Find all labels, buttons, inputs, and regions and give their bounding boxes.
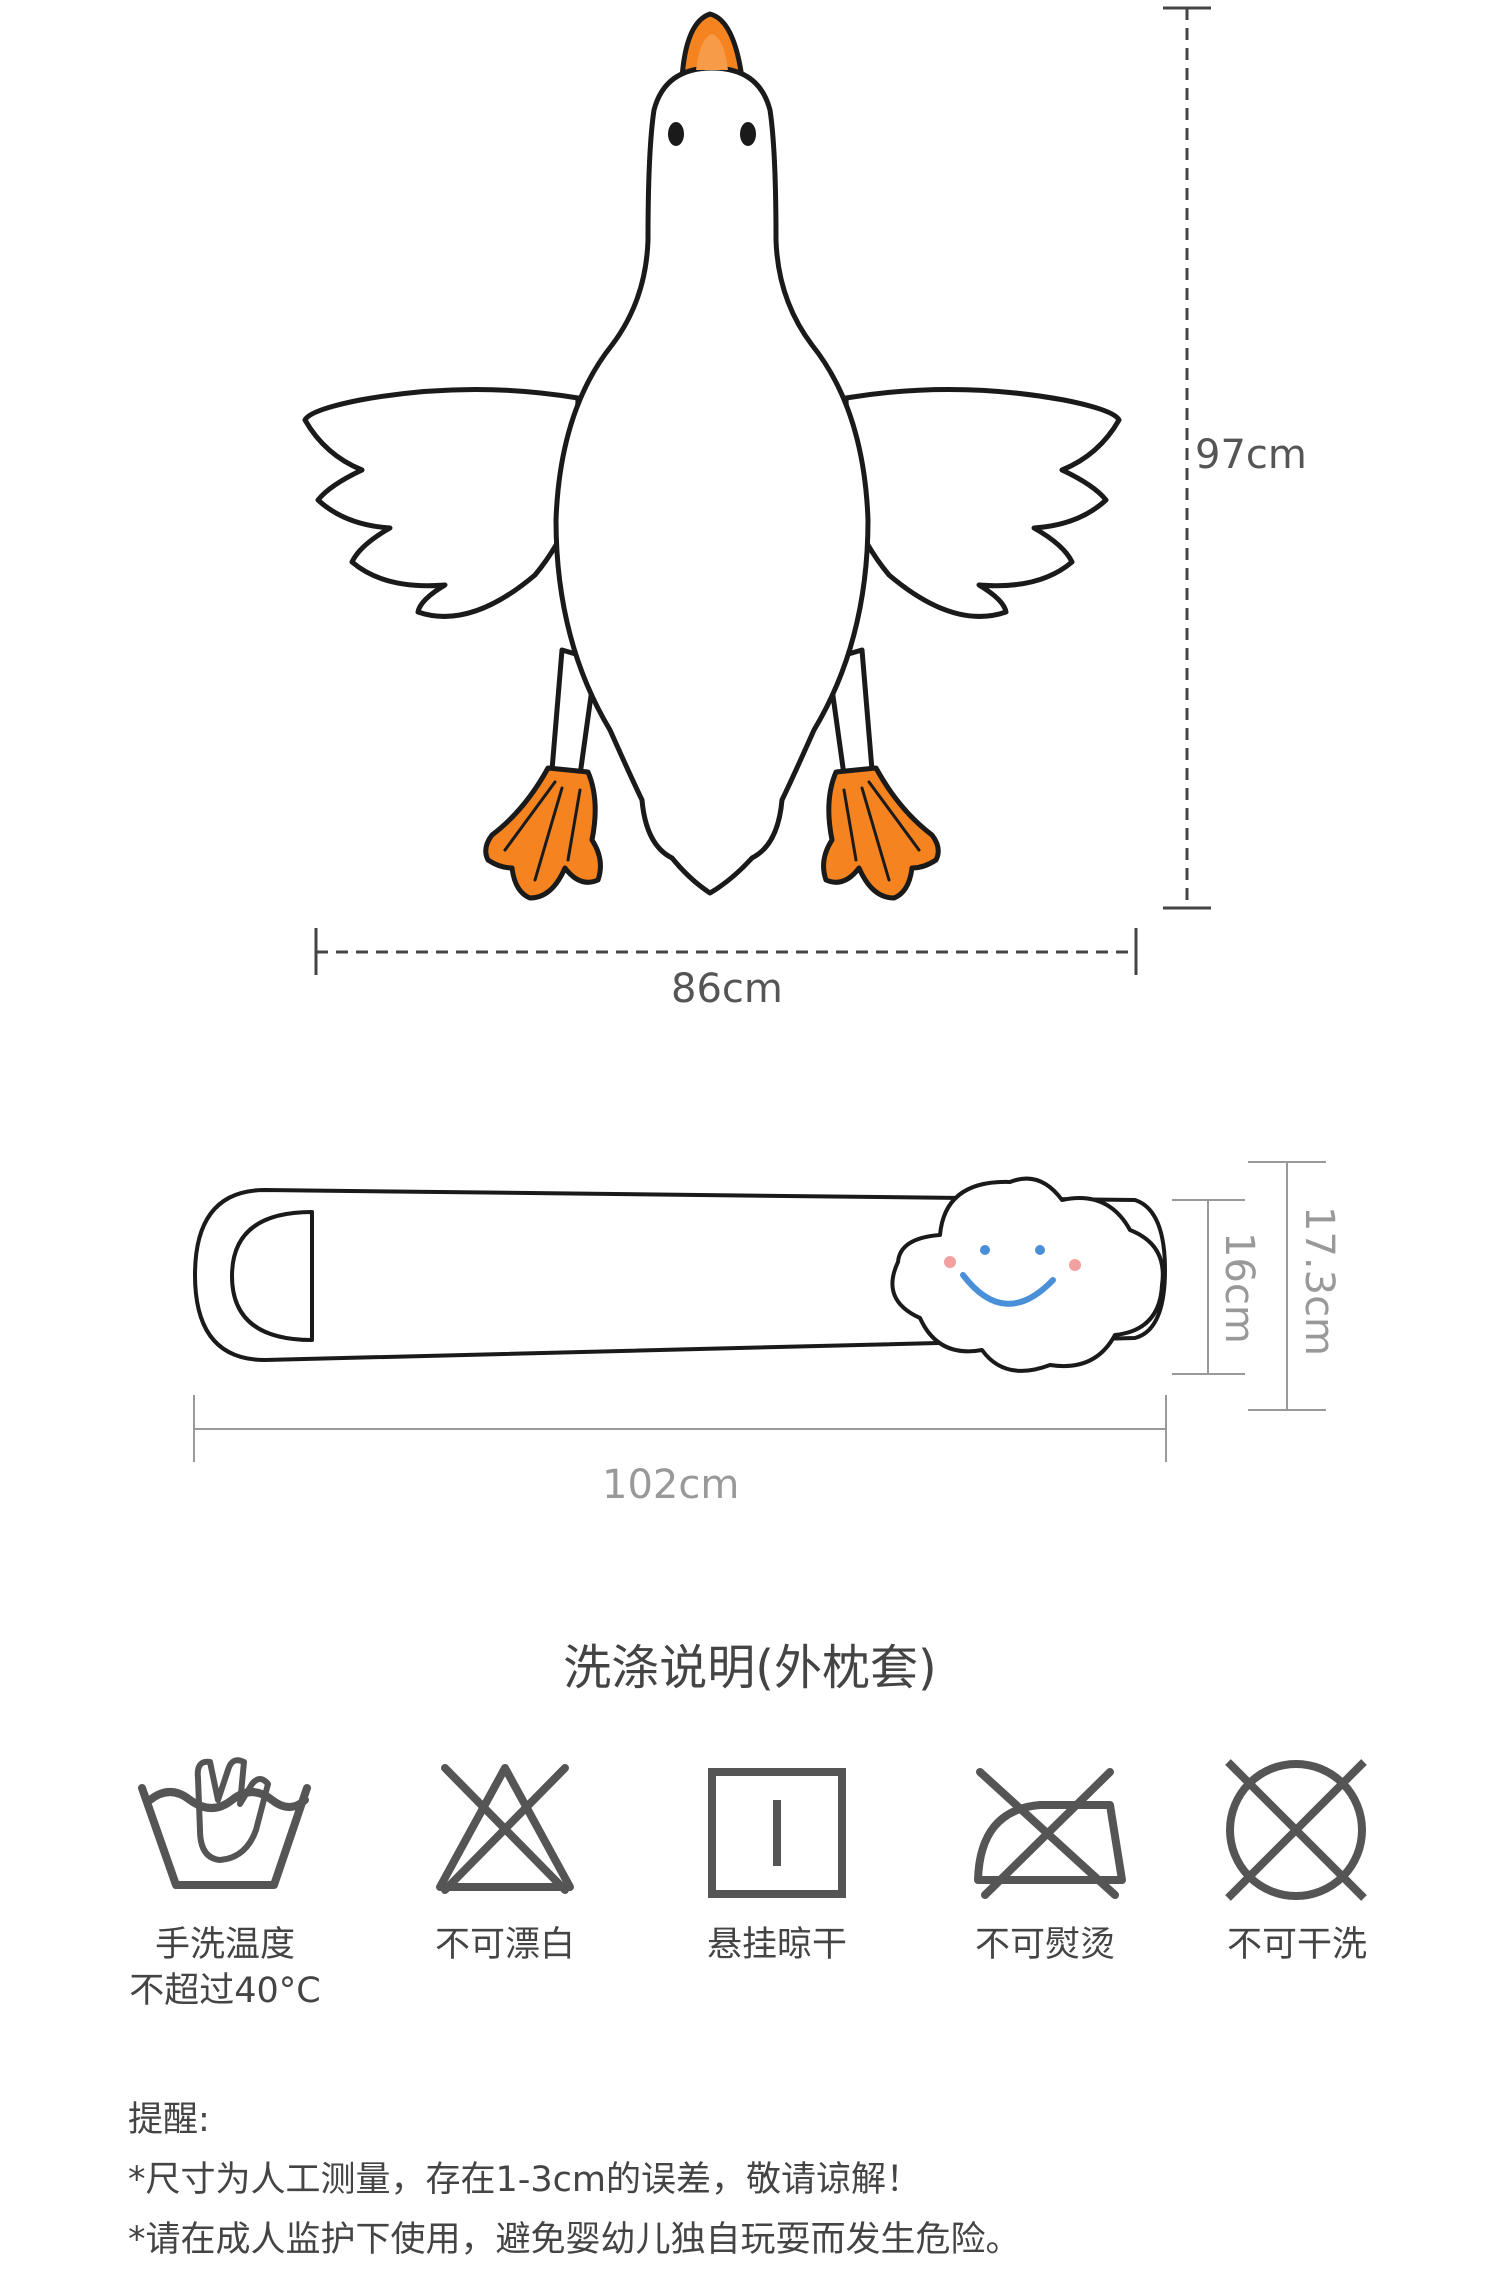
goose-height-dimension (1163, 6, 1211, 910)
reminder-notes: 提醒: *尺寸为人工测量，存在1-3cm的误差，敬请谅解！ *请在成人监护下使用… (128, 2090, 1021, 2270)
pillow-illustration (193, 1176, 1167, 1373)
goose-width-label: 86cm (671, 966, 783, 1012)
hang-dry-icon (708, 1768, 846, 1898)
goose-height-label: 97cm (1195, 432, 1307, 478)
goose-left-toe-lines (503, 780, 582, 882)
reminder-line: *尺寸为人工测量，存在1-3cm的误差，敬请谅解！ (128, 2160, 922, 2200)
wash-instructions-title: 洗涤说明(外枕套) (563, 1640, 937, 1696)
goose-illustration (302, 11, 1122, 901)
care-label-hang-dry: 悬挂晾干 (637, 1922, 917, 1968)
care-label-line: 不可干洗 (1226, 1925, 1367, 1965)
care-label-no-iron: 不可熨烫 (905, 1922, 1185, 1968)
care-label-line: 不可熨烫 (974, 1925, 1115, 1965)
cloud-right-eye (1035, 1245, 1045, 1255)
care-label-line: 不超过40°C (129, 1971, 321, 2011)
no-iron-icon (974, 1768, 1126, 1899)
goose-right-eye (740, 122, 756, 146)
cloud-left-cheek (944, 1256, 956, 1268)
care-label-no-dry-clean: 不可干洗 (1157, 1922, 1437, 1968)
pillow-pocket (230, 1210, 314, 1342)
goose-left-foot (483, 765, 603, 901)
care-label-line: 手洗温度 (154, 1925, 295, 1965)
reminder-line: *请在成人监护下使用，避免婴幼儿独自玩耍而发生危险。 (128, 2220, 1021, 2260)
cloud-left-eye (980, 1245, 990, 1255)
no-dry-clean-icon (1225, 1759, 1367, 1901)
care-label-no-bleach: 不可漂白 (365, 1922, 645, 1968)
reminder-title: 提醒: (128, 2100, 210, 2140)
pillow-inner-height-label: 16cm (1216, 1232, 1262, 1344)
goose-right-wing (843, 386, 1122, 619)
goose-width-dimension (314, 928, 1138, 975)
no-bleach-icon (436, 1764, 574, 1894)
goose-right-toe-lines (842, 780, 921, 882)
cloud-right-cheek (1069, 1259, 1081, 1271)
care-label-hand-wash: 手洗温度 不超过40°C (85, 1922, 365, 2014)
hand-wash-icon (138, 1757, 311, 1889)
goose-left-wing (302, 386, 581, 619)
goose-left-eye (668, 122, 684, 146)
pillow-length-dimension (193, 1395, 1167, 1462)
goose-right-foot (821, 765, 941, 901)
goose-body (553, 65, 871, 896)
care-label-line: 不可漂白 (434, 1925, 575, 1965)
pillow-length-label: 102cm (602, 1462, 740, 1508)
pillow-outer-height-label: 17.3cm (1296, 1206, 1342, 1357)
care-label-line: 悬挂晾干 (706, 1925, 847, 1965)
cloud-decoration (890, 1176, 1165, 1373)
pillow-outer-height-dimension (1248, 1161, 1326, 1411)
pillow-inner-height-dimension (1172, 1199, 1245, 1375)
cloud-smile (960, 1272, 1056, 1307)
goose-beak-inner (696, 34, 728, 70)
